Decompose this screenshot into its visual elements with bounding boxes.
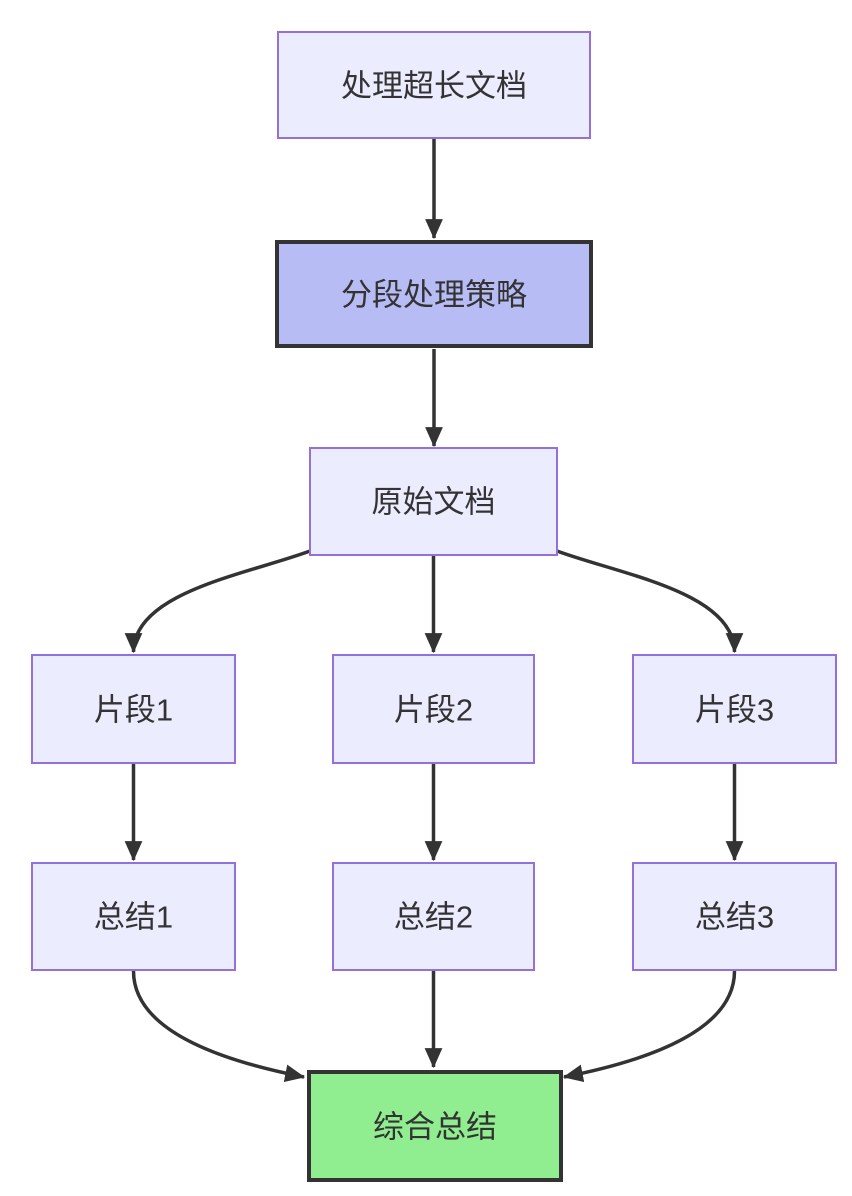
node-summary-2: 总结2 (332, 862, 535, 971)
edge-d1-to-e (131, 970, 306, 1083)
node-summary-1-label: 总结1 (94, 900, 173, 935)
node-fragment-1-label: 片段1 (94, 693, 173, 728)
node-segmentation-strategy: 分段处理策略 (275, 240, 593, 348)
node-segmentation-strategy-label: 分段处理策略 (341, 278, 527, 313)
edge-d3-to-e (562, 970, 737, 1083)
edge-c-to-c3 (556, 549, 744, 654)
edge-layer (124, 139, 744, 1083)
node-fragment-3-box (632, 654, 837, 764)
node-fragment-1-box (31, 654, 236, 764)
node-summary-2-label: 总结2 (394, 900, 473, 935)
node-process-long-document-label: 处理超长文档 (341, 69, 527, 104)
node-final-summary: 综合总结 (307, 1070, 563, 1182)
node-process-long-document-box (277, 31, 591, 139)
node-fragment-3-label: 片段3 (695, 693, 774, 728)
node-final-summary-box (307, 1070, 563, 1182)
node-summary-3: 总结3 (632, 862, 837, 971)
node-fragment-3: 片段3 (632, 654, 837, 764)
node-summary-3-label: 总结3 (695, 900, 774, 935)
node-original-document-box (309, 447, 558, 556)
node-fragment-2: 片段2 (332, 654, 535, 764)
node-original-document: 原始文档 (309, 447, 558, 556)
node-summary-3-box (632, 862, 837, 971)
node-summary-1-box (31, 862, 236, 971)
node-fragment-2-box (332, 654, 535, 764)
node-final-summary-label: 综合总结 (373, 1110, 497, 1145)
node-summary-2-box (332, 862, 535, 971)
node-process-long-document: 处理超长文档 (277, 31, 591, 139)
node-fragment-2-label: 片段2 (394, 693, 473, 728)
node-summary-1: 总结1 (31, 862, 236, 971)
node-segmentation-strategy-box (275, 240, 593, 348)
node-original-document-label: 原始文档 (372, 485, 496, 520)
node-fragment-1: 片段1 (31, 654, 236, 764)
edge-c-to-c1 (124, 549, 311, 654)
